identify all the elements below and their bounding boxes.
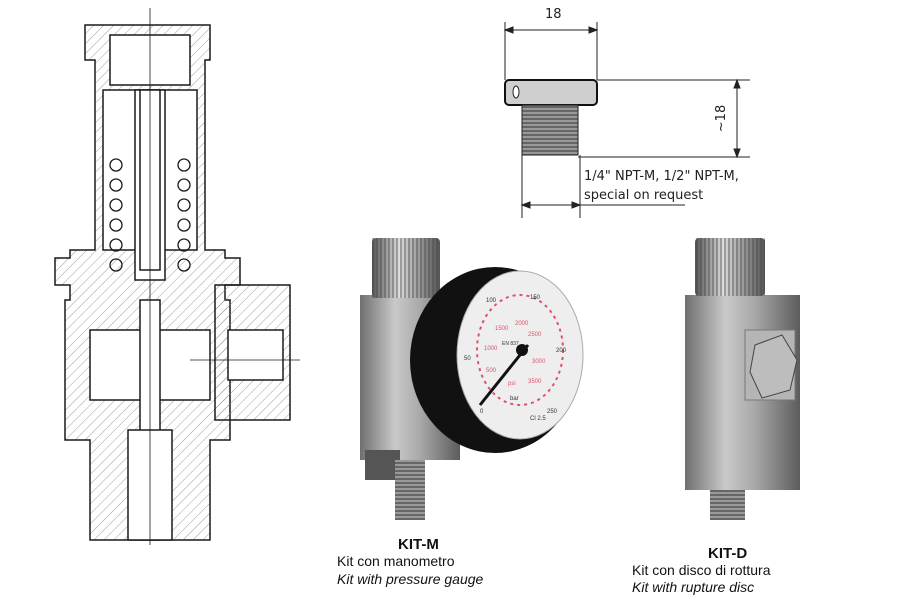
svg-text:0: 0 <box>480 409 484 415</box>
svg-text:250: 250 <box>547 409 558 415</box>
svg-text:EN 837: EN 837 <box>502 341 519 347</box>
width-dimension-label: 18 <box>545 7 562 22</box>
svg-text:Cl 2.5: Cl 2.5 <box>530 416 546 422</box>
gauge-labels: 0 50 100 150 200 250 500 1000 1500 2000 … <box>464 295 567 422</box>
svg-text:50: 50 <box>464 356 471 362</box>
svg-text:200: 200 <box>556 348 567 354</box>
plug-dimension-drawing <box>503 22 750 218</box>
kit-d-title: KIT-D <box>708 545 748 562</box>
svg-text:150: 150 <box>530 295 541 301</box>
svg-text:1000: 1000 <box>484 346 498 352</box>
svg-text:3500: 3500 <box>528 379 542 385</box>
thread-spec-line2: special on request <box>584 188 704 203</box>
height-dimension-label: ~18 <box>714 104 730 133</box>
kit-d-image <box>685 238 800 520</box>
kit-m-image <box>360 238 584 520</box>
svg-text:2000: 2000 <box>515 321 529 327</box>
svg-text:2500: 2500 <box>528 332 542 338</box>
svg-text:psi: psi <box>508 381 516 387</box>
thread-spec-line1: 1/4" NPT-M, 1/2" NPT-M, <box>584 169 739 184</box>
svg-text:500: 500 <box>486 368 497 374</box>
kit-d-italian: Kit con disco di rottura <box>632 562 771 578</box>
kit-d-english: Kit with rupture disc <box>632 579 755 595</box>
svg-text:3000: 3000 <box>532 359 546 365</box>
valve-cross-section <box>54 8 300 545</box>
kit-m-italian: Kit con manometro <box>337 553 455 569</box>
kit-m-title: KIT-M <box>398 536 439 553</box>
svg-text:100: 100 <box>486 298 497 304</box>
svg-text:1500: 1500 <box>495 326 509 332</box>
kit-m-english: Kit with pressure gauge <box>337 571 484 587</box>
svg-text:bar: bar <box>510 396 519 402</box>
